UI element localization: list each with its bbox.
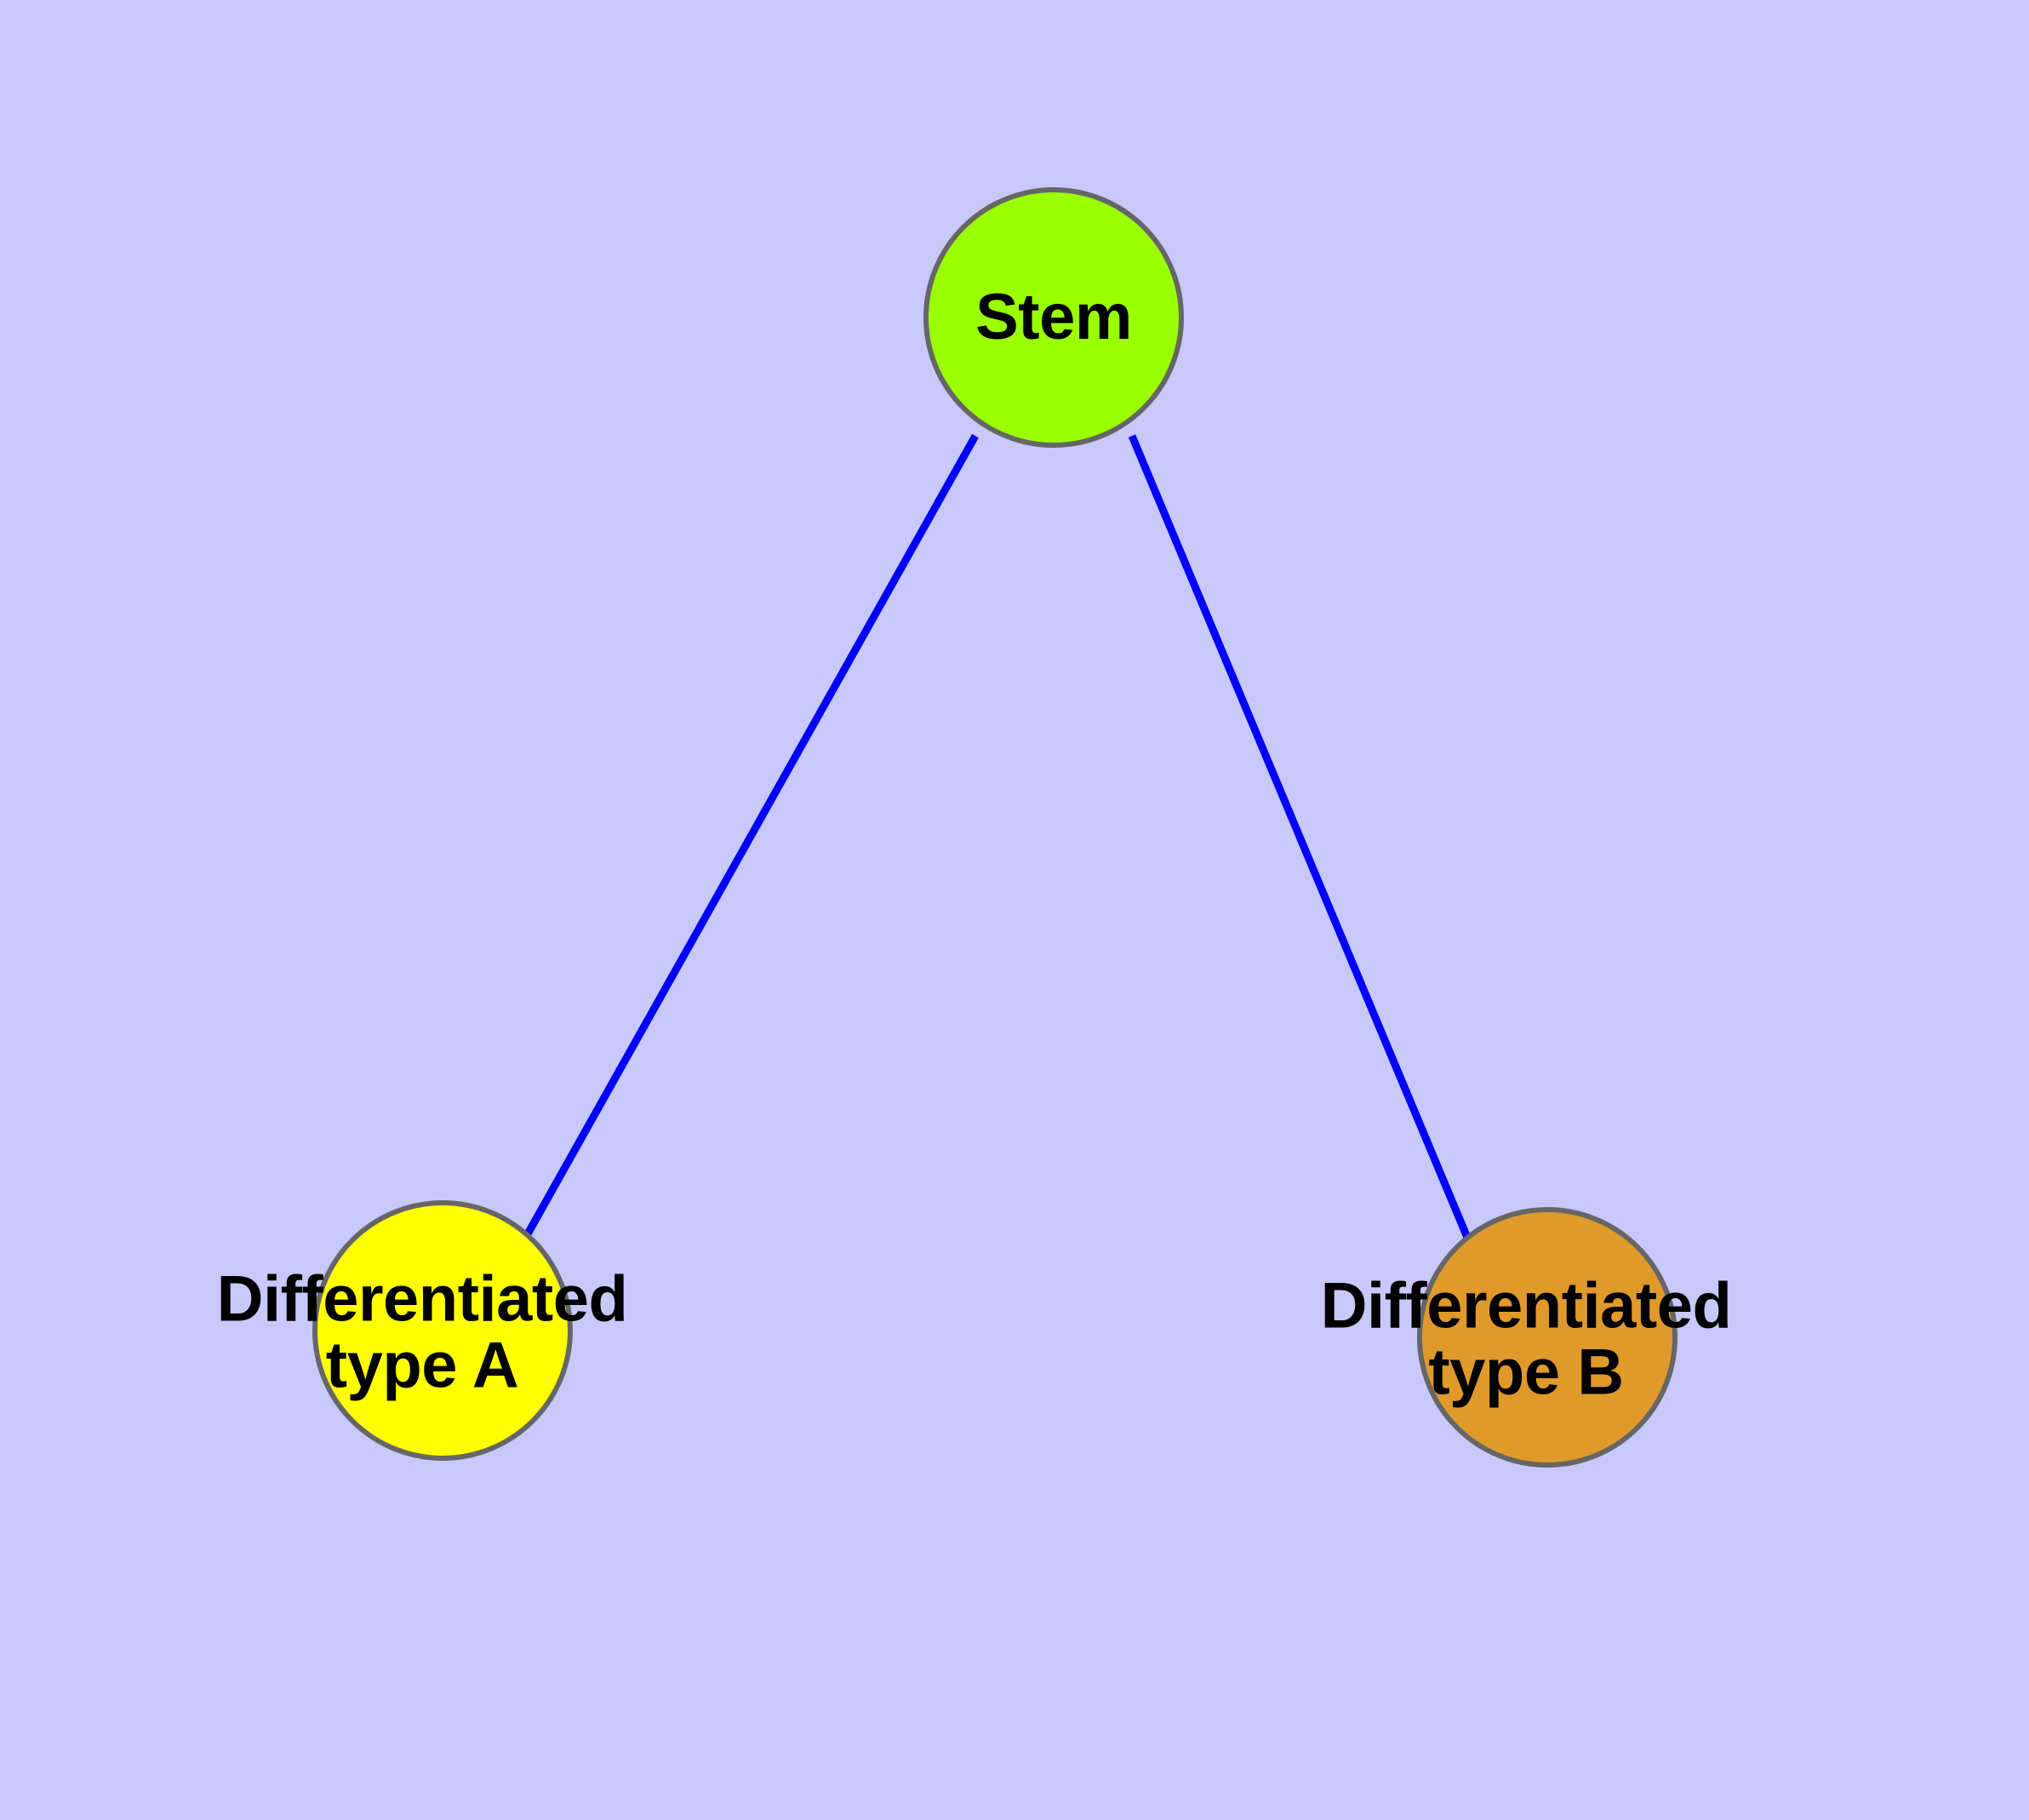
graph-node-stem[interactable] (923, 187, 1184, 448)
edge-layer (518, 433, 1477, 1251)
graph-edge-stem-to-diff-b[interactable] (1128, 434, 1477, 1251)
graph-edge-stem-to-diff-a[interactable] (518, 433, 979, 1247)
graph-node-diff-a[interactable] (312, 1200, 573, 1461)
node-layer (312, 187, 1677, 1468)
graph-node-diff-b[interactable] (1417, 1207, 1677, 1468)
